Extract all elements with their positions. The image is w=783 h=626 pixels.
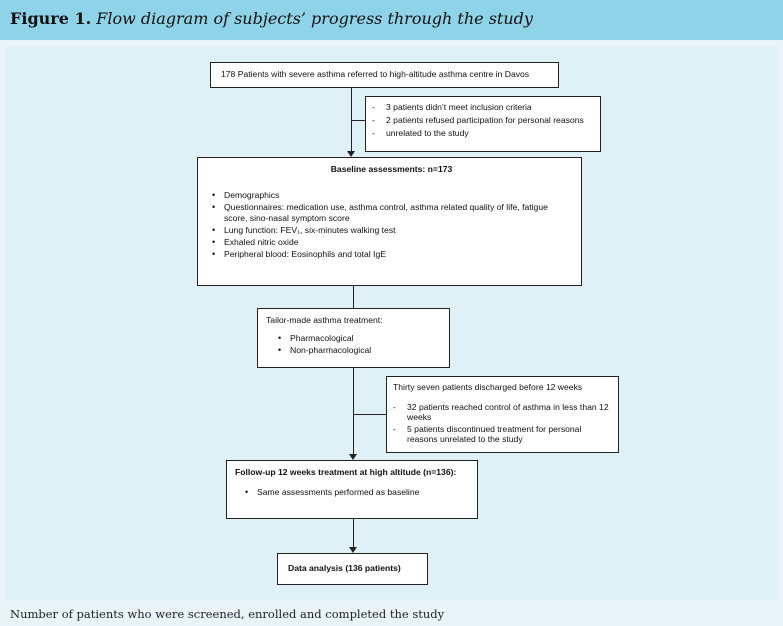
discharged-title: Thirty seven patients discharged before … — [393, 382, 583, 392]
treatment-item: Pharmacological — [276, 333, 441, 344]
discharged-list: 32 patients reached control of asthma in… — [393, 402, 612, 444]
referred-box: 178 Patients with severe asthma referred… — [210, 62, 559, 88]
baseline-item: Questionnaires: medication use, asthma c… — [210, 202, 573, 224]
baseline-list: Demographics Questionnaires: medication … — [210, 190, 573, 260]
connector-baseline-treatment — [353, 286, 354, 308]
baseline-title: Baseline assessments: n=173 — [330, 164, 453, 174]
arrowhead-followup — [349, 454, 357, 460]
followup-title: Follow-up 12 weeks treatment at high alt… — [235, 467, 457, 477]
baseline-item: Exhaled nitric oxide — [210, 237, 573, 248]
exclusion-item: 2 patients refused participation for per… — [372, 114, 594, 127]
analysis-box: Data analysis (136 patients) — [277, 553, 428, 585]
connector-referred-baseline — [351, 88, 352, 151]
referred-text: 178 Patients with severe asthma referred… — [221, 69, 530, 79]
baseline-item: Lung function: FEV₁, six-minutes walking… — [210, 225, 573, 236]
followup-box: Follow-up 12 weeks treatment at high alt… — [226, 460, 478, 519]
figure-caption: Number of patients who were screened, en… — [10, 607, 445, 621]
discharged-item: 5 patients discontinued treatment for pe… — [393, 424, 612, 444]
baseline-box: Baseline assessments: n=173 Demographics… — [197, 157, 582, 286]
figure-label: Figure 1. — [10, 9, 92, 28]
followup-item: Same assessments performed as baseline — [243, 487, 469, 498]
treatment-box: Tailor-made asthma treatment: Pharmacolo… — [257, 308, 450, 368]
baseline-item: Demographics — [210, 190, 573, 201]
treatment-item: Non-pharmacological — [276, 345, 441, 356]
followup-list: Same assessments performed as baseline — [235, 487, 469, 498]
baseline-item: Peripheral blood: Eosinophils and total … — [210, 249, 573, 260]
analysis-text: Data analysis (136 patients) — [288, 563, 401, 573]
discharged-box: Thirty seven patients discharged before … — [386, 376, 619, 453]
connector-followup-analysis — [353, 519, 354, 547]
discharged-item: 32 patients reached control of asthma in… — [393, 402, 612, 422]
exclusion-box: 3 patients didn’t meet inclusion criteri… — [365, 96, 601, 152]
connector-treatment-followup — [353, 368, 354, 454]
exclusion-list: 3 patients didn’t meet inclusion criteri… — [372, 101, 594, 140]
arrowhead-baseline — [347, 151, 355, 157]
figure-header: Figure 1. Flow diagram of subjects’ prog… — [0, 0, 783, 40]
connector-exclusion-branch — [351, 120, 365, 121]
exclusion-item: unrelated to the study — [372, 127, 594, 140]
connector-discharge-branch — [353, 414, 386, 415]
exclusion-item: 3 patients didn’t meet inclusion criteri… — [372, 101, 594, 114]
figure-title-text: Flow diagram of subjects’ progress throu… — [96, 9, 533, 28]
figure-title: Figure 1. Flow diagram of subjects’ prog… — [10, 9, 533, 28]
treatment-title: Tailor-made asthma treatment: — [266, 315, 383, 325]
arrowhead-analysis — [349, 547, 357, 553]
treatment-list: Pharmacological Non-pharmacological — [266, 333, 441, 356]
